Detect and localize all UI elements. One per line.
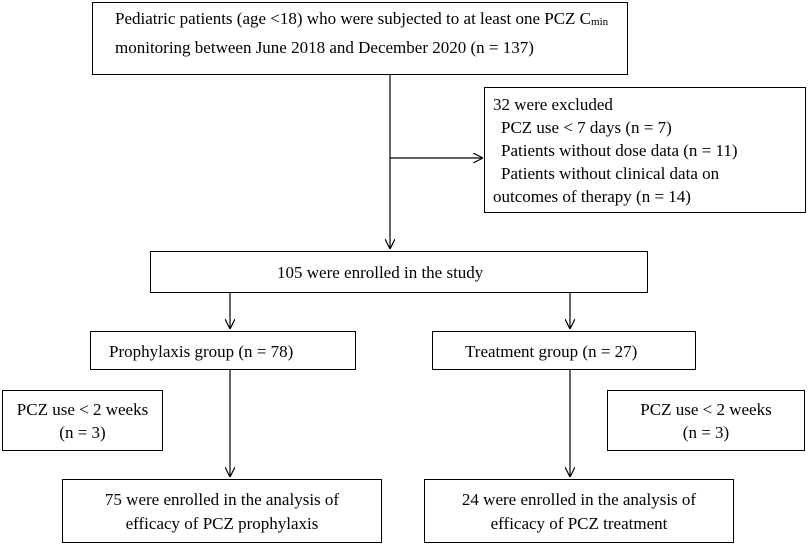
enrolled-label: 105 were enrolled in the study (277, 263, 484, 282)
prophylaxis-final-line-1: 75 were enrolled in the analysis of (104, 489, 340, 509)
prophylaxis-excluded-line-2: (n = 3) (59, 422, 106, 442)
treatment-final-line-2: efficacy of PCZ treatment (490, 513, 668, 533)
prophylaxis-excluded-box: PCZ use < 2 weeks (n = 3) (2, 390, 163, 451)
treatment-final-line-1: 24 were enrolled in the analysis of (461, 489, 697, 509)
excluded-item-1: PCZ use < 7 days (n = 7) (501, 118, 672, 137)
prophylaxis-final-box: 75 were enrolled in the analysis of effi… (62, 479, 382, 543)
source-line-1: Pediatric patients (age <18) who were su… (115, 9, 592, 28)
excluded-box: 32 were excluded PCZ use < 7 days (n = 7… (484, 87, 806, 213)
source-population-box: Pediatric patients (age <18) who were su… (92, 2, 628, 75)
excluded-title: 32 were excluded (493, 95, 613, 114)
enrolled-box: 105 were enrolled in the study (150, 251, 648, 293)
excluded-item-3-cont: outcomes of therapy (n = 14) (493, 187, 691, 206)
treatment-excluded-box: PCZ use < 2 weeks (n = 3) (607, 390, 805, 451)
excluded-item-2: Patients without dose data (n = 11) (501, 141, 738, 160)
treatment-excluded-line-1: PCZ use < 2 weeks (640, 399, 772, 419)
source-line-2: monitoring between June 2018 and Decembe… (115, 38, 534, 57)
excluded-item-3: Patients without clinical data on (501, 164, 720, 183)
source-line-1-subscript: min (591, 16, 609, 28)
treatment-final-box: 24 were enrolled in the analysis of effi… (424, 479, 734, 543)
treatment-group-box: Treatment group (n = 27) (432, 331, 696, 370)
prophylaxis-excluded-line-1: PCZ use < 2 weeks (16, 399, 149, 419)
treatment-group-label: Treatment group (n = 27) (465, 342, 638, 361)
treatment-excluded-line-2: (n = 3) (682, 422, 730, 442)
prophylaxis-group-label: Prophylaxis group (n = 78) (109, 342, 294, 361)
prophylaxis-group-box: Prophylaxis group (n = 78) (90, 331, 356, 370)
prophylaxis-final-line-2: efficacy of PCZ prophylaxis (125, 513, 319, 533)
